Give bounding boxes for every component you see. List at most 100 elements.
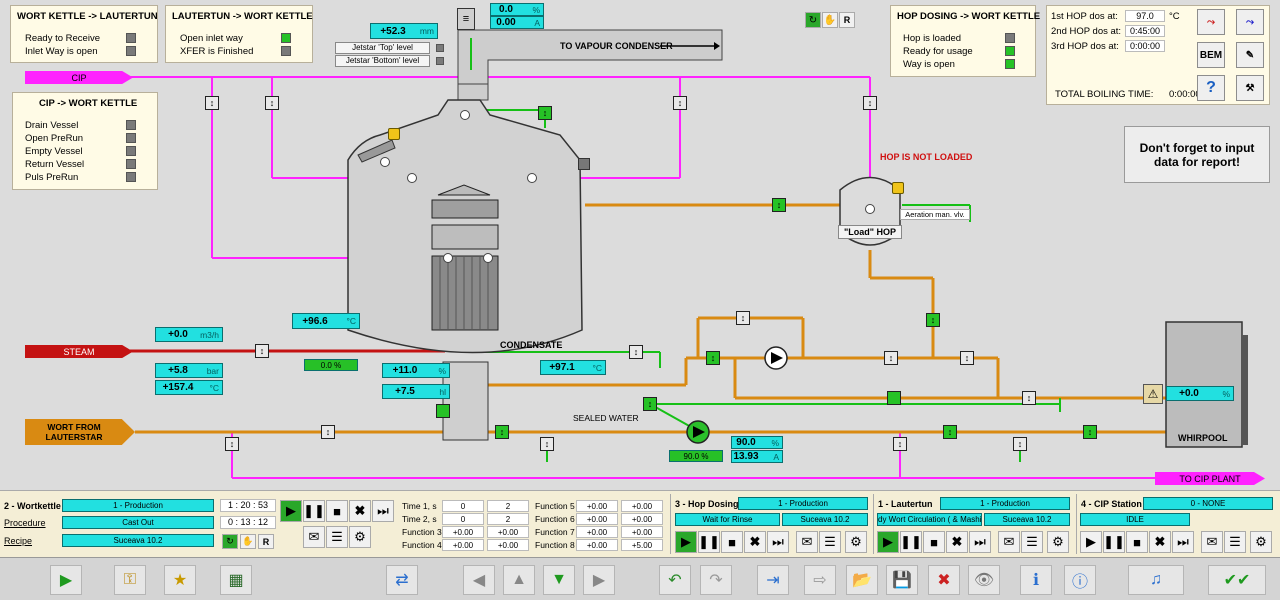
function-value[interactable]: +0.00 xyxy=(621,513,663,525)
stop-button[interactable]: ■ xyxy=(1126,531,1148,553)
settings-gear-icon[interactable]: ⚙ xyxy=(349,526,371,548)
stop-button[interactable]: ■ xyxy=(326,500,348,522)
recipe-value[interactable]: Suceava 10.2 xyxy=(62,534,214,547)
abort-button[interactable]: ✖ xyxy=(349,500,371,522)
manual-hand-icon[interactable]: ✋ xyxy=(822,12,838,28)
start-button[interactable]: ▶ xyxy=(877,531,899,553)
recipe-link[interactable]: Recipe xyxy=(4,536,33,546)
start-button[interactable]: ▶ xyxy=(675,531,697,553)
circ-valve-5[interactable] xyxy=(887,391,901,405)
function-value[interactable]: +5.00 xyxy=(621,539,663,551)
load-hop-button[interactable]: "Load" HOP xyxy=(838,225,902,239)
delete-icon[interactable]: ✖ xyxy=(928,565,960,595)
next-step-button[interactable]: ⏭ xyxy=(1172,531,1194,553)
abort-button[interactable]: ✖ xyxy=(1149,531,1171,553)
list-icon[interactable]: ☰ xyxy=(1021,531,1043,553)
cip-return-valve-2[interactable]: ↕ xyxy=(540,437,554,451)
open-folder-icon[interactable]: 📂 xyxy=(846,565,878,595)
arrow-up-icon[interactable]: ▲ xyxy=(503,565,535,595)
wort-outlet-valve[interactable]: ↕ xyxy=(495,425,509,439)
transfer-icon[interactable]: ⇄ xyxy=(386,565,418,595)
lock-icon[interactable]: ⚠ xyxy=(1143,384,1163,404)
function-value[interactable]: +0.00 xyxy=(442,539,484,551)
info-icon[interactable]: ℹ xyxy=(1020,565,1052,595)
next-step-button[interactable]: ⏭ xyxy=(372,500,394,522)
function-value[interactable]: +0.00 xyxy=(487,539,529,551)
tools-icon[interactable]: ⚒ xyxy=(1236,75,1264,101)
circ-valve-4[interactable]: ↕ xyxy=(960,351,974,365)
import-icon[interactable]: ⇥ xyxy=(757,565,789,595)
manual-hand-icon[interactable]: ✋ xyxy=(240,534,256,549)
trend-chart-icon[interactable]: ⤳ xyxy=(1197,9,1225,35)
pause-button[interactable]: ❚❚ xyxy=(303,500,325,522)
steam-valve[interactable]: ↕ xyxy=(255,344,269,358)
wortkettle-mode[interactable]: 1 - Production xyxy=(62,499,214,512)
report-icon[interactable]: ✎ xyxy=(1236,42,1264,68)
function-value[interactable]: +0.00 xyxy=(576,513,618,525)
next-step-button[interactable]: ⏭ xyxy=(969,531,991,553)
function-value[interactable]: +0.00 xyxy=(442,526,484,538)
pause-button[interactable]: ❚❚ xyxy=(1103,531,1125,553)
condensate-valve[interactable]: ↕ xyxy=(629,345,643,359)
circ-valve-2[interactable]: ↕ xyxy=(706,351,720,365)
hop3-input[interactable]: 0:00:00 xyxy=(1125,40,1165,52)
new-document-icon[interactable]: ★ xyxy=(164,565,196,595)
redo-icon[interactable]: ↷ xyxy=(700,565,732,595)
circ-valve-1[interactable]: ↕ xyxy=(736,311,750,325)
function-value[interactable]: 0 xyxy=(442,500,484,512)
export-icon[interactable]: ⇨ xyxy=(804,565,836,595)
whirlpool-valve-2[interactable]: ↕ xyxy=(943,425,957,439)
save-icon[interactable]: 💾 xyxy=(886,565,918,595)
cip-return-valve-3[interactable]: ↕ xyxy=(893,437,907,451)
fan-motor-icon[interactable]: ≡ xyxy=(457,8,475,30)
list-icon[interactable]: ☰ xyxy=(326,526,348,548)
cip-valve-4[interactable]: ↕ xyxy=(863,96,877,110)
list-icon[interactable]: ☰ xyxy=(819,531,841,553)
vapour-valve[interactable]: ↕ xyxy=(538,106,552,120)
whirlpool-valve-1[interactable]: ↕ xyxy=(1022,391,1036,405)
message-icon[interactable]: ✉ xyxy=(1201,531,1223,553)
function-value[interactable]: +0.00 xyxy=(576,526,618,538)
trend-chart-icon-2[interactable]: ⤳ xyxy=(1236,9,1264,35)
cip-valve-2[interactable]: ↕ xyxy=(265,96,279,110)
procedure-link[interactable]: Procedure xyxy=(4,518,46,528)
function-value[interactable]: +0.00 xyxy=(487,526,529,538)
reset-button[interactable]: R xyxy=(839,12,855,28)
sound-icon[interactable]: ♫ xyxy=(1128,565,1184,595)
hop-dosing-mode[interactable]: 1 - Production xyxy=(738,497,868,510)
start-button[interactable]: ▶ xyxy=(1080,531,1102,553)
procedure-value[interactable]: Cast Out xyxy=(62,516,214,529)
hop1-input[interactable]: 97.0 xyxy=(1125,10,1165,22)
undo-icon[interactable]: ↶ xyxy=(659,565,691,595)
reset-button[interactable]: R xyxy=(258,534,274,549)
function-value[interactable]: 2 xyxy=(487,500,529,512)
help-icon[interactable]: ? xyxy=(1197,75,1225,101)
auto-mode-icon[interactable]: ↻ xyxy=(805,12,821,28)
hop-outlet-valve[interactable]: ↕ xyxy=(926,313,940,327)
cip-valve-1[interactable]: ↕ xyxy=(205,96,219,110)
sealed-water-valve[interactable]: ↕ xyxy=(643,397,657,411)
function-value[interactable]: +0.00 xyxy=(621,526,663,538)
cip-return-valve-1[interactable]: ↕ xyxy=(225,437,239,451)
cip-station-mode[interactable]: 0 - NONE xyxy=(1143,497,1273,510)
key-icon[interactable]: ⚿ xyxy=(114,565,146,595)
hop2-input[interactable]: 0:45:00 xyxy=(1125,25,1165,37)
cip-return-valve-4[interactable]: ↕ xyxy=(1013,437,1027,451)
abort-button[interactable]: ✖ xyxy=(946,531,968,553)
abort-button[interactable]: ✖ xyxy=(744,531,766,553)
settings-gear-icon[interactable]: ⚙ xyxy=(1047,531,1069,553)
arrow-right-icon[interactable]: ▶ xyxy=(583,565,615,595)
overview-icon[interactable]: ▦ xyxy=(220,565,252,595)
run-icon[interactable]: ▶ xyxy=(50,565,82,595)
arrow-down-icon[interactable]: ▼ xyxy=(543,565,575,595)
start-button[interactable]: ▶ xyxy=(280,500,302,522)
function-value[interactable]: 0 xyxy=(442,513,484,525)
lautertun-mode[interactable]: 1 - Production xyxy=(940,497,1070,510)
cip-valve-3[interactable]: ↕ xyxy=(673,96,687,110)
bottom-valve[interactable] xyxy=(436,404,450,418)
bem-button[interactable]: BEM xyxy=(1197,42,1225,68)
circ-valve-3[interactable]: ↕ xyxy=(884,351,898,365)
acknowledge-icon[interactable]: ✔✔ xyxy=(1208,565,1266,595)
function-value[interactable]: 2 xyxy=(487,513,529,525)
message-icon[interactable]: ✉ xyxy=(796,531,818,553)
